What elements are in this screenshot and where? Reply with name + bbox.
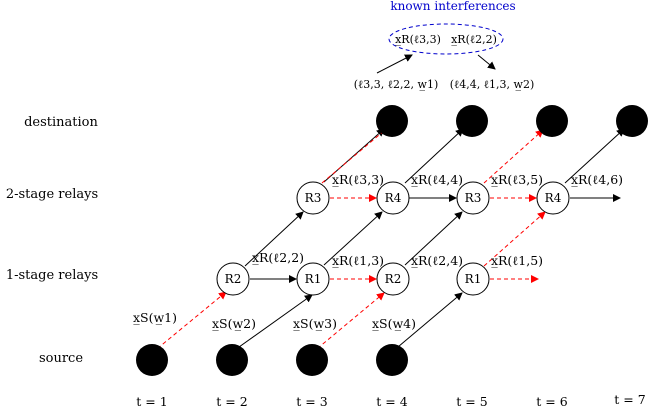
- relay-node-t4-stage2: [376, 181, 410, 215]
- relay-node-t3-stage1: [296, 262, 330, 296]
- relay-node-t2-stage1: [216, 262, 250, 296]
- edge-label-xr-l15: x̲R(ℓ1,5): [491, 253, 543, 268]
- relay-label-t4-stage1: R2: [385, 272, 402, 286]
- time-label-t6: t = 6: [536, 394, 567, 409]
- relay-label-t5-stage1: R1: [465, 272, 482, 286]
- edge-label-xr-l13: x̲R(ℓ1,3): [332, 253, 384, 268]
- edge-label-xs-w3: x̲S(w̲3): [293, 316, 337, 331]
- relay-label-t6-stage2: R4: [545, 191, 562, 205]
- red-arrow-src3-r2t4: [311, 292, 385, 354]
- time-label-t4: t = 4: [376, 394, 407, 409]
- row-label-stage2: 2-stage relays: [6, 187, 98, 202]
- relay-label-t2-stage1: R2: [225, 272, 242, 286]
- relay-node-t3-stage2: [296, 181, 330, 215]
- edge-label-xr-l33: x̲R(ℓ3,3): [332, 172, 384, 187]
- interference-tuple-b: (ℓ4,4, ℓ1,3, w̲2): [450, 78, 535, 91]
- arrow-to-bubble: [376, 54, 413, 74]
- edge-label-xr-l24: x̲R(ℓ2,4): [411, 253, 463, 268]
- known-interferences-bubble: [388, 23, 504, 55]
- relay-node-t5-stage1: [456, 262, 490, 296]
- relay-label-t5-stage2: R3: [465, 191, 482, 205]
- relay-node-t4-stage1: [376, 262, 410, 296]
- edge-label-xr-l35: x̲R(ℓ3,5): [491, 172, 543, 187]
- time-label-t7: t = 7: [614, 392, 645, 407]
- arrow-r2t2-r3t3: [244, 211, 304, 267]
- source-node-t3: [296, 344, 328, 376]
- arrow-src4-r1t5: [391, 292, 463, 353]
- relay-label-t3-stage1: R1: [305, 272, 322, 286]
- time-label-t5: t = 5: [456, 394, 487, 409]
- edge-label-xr-l46: x̲R(ℓ4,6): [571, 172, 623, 187]
- arrow-r4t4-dest5: [404, 128, 464, 184]
- time-label-t2: t = 2: [216, 394, 247, 409]
- relay-label-t3-stage2: R3: [305, 191, 322, 205]
- arrow-r1t3-r4t4: [323, 211, 383, 266]
- edge-label-xs-w1: x̲S(w̲1): [133, 310, 177, 325]
- source-node-t1: [136, 344, 168, 376]
- destination-node-t7: [616, 105, 648, 137]
- arrow-r2t4-r3t5: [404, 211, 463, 266]
- known-interference-item-b: x̲R(ℓ2,2): [451, 33, 497, 46]
- row-label-source: source: [39, 351, 83, 366]
- arrow-src2-r2: [231, 294, 313, 353]
- edge-label-xs-w2: x̲S(w̲2): [212, 316, 256, 331]
- destination-node-t4: [376, 105, 408, 137]
- source-node-t2: [216, 344, 248, 376]
- edge-label-xr-l44: x̲R(ℓ4,4): [411, 172, 463, 187]
- destination-node-t5: [456, 105, 488, 137]
- edge-label-xs-w4: x̲S(w̲4): [372, 316, 416, 331]
- arrow-r4t6-dest7: [564, 128, 625, 184]
- source-node-t4: [376, 344, 408, 376]
- relay-node-t6-stage2: [536, 181, 570, 215]
- arrow-from-bubble: [477, 54, 496, 70]
- time-label-t3: t = 3: [296, 394, 327, 409]
- red-arrow-src1-r2t2: [151, 291, 227, 354]
- time-label-t1: t = 1: [136, 394, 167, 409]
- red-arrow-r3t5-dest6: [483, 129, 544, 184]
- relay-node-t5-stage2: [456, 181, 490, 215]
- row-label-destination: destination: [24, 115, 98, 130]
- row-label-stage1: 1-stage relays: [6, 268, 98, 283]
- relay-label-t4-stage2: R4: [385, 191, 402, 205]
- edge-label-xr-l22: x̲R(ℓ2,2): [252, 250, 304, 265]
- known-interference-item-a: x̲R(ℓ3,3): [395, 33, 441, 46]
- destination-node-t6: [536, 105, 568, 137]
- interference-tuple-a: (ℓ3,3, ℓ2,2, w̲1): [354, 78, 439, 91]
- known-interferences-title: known interferences: [390, 0, 515, 13]
